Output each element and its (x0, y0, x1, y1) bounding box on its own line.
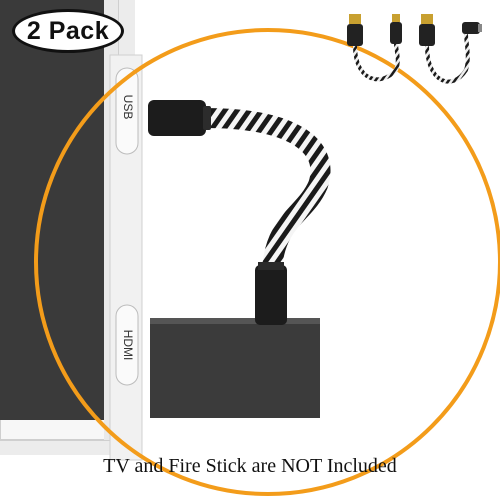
tv-port-strip (109, 54, 143, 461)
micro-usb-connector (148, 100, 206, 136)
usb-port-label: USB (121, 94, 135, 120)
fire-stick (150, 318, 320, 418)
cable-braid (195, 108, 331, 280)
highlight-circle (34, 28, 500, 496)
two-pack-badge: 2 Pack (12, 9, 124, 53)
bottom-connector (255, 265, 287, 325)
disclaimer-caption: TV and Fire Stick are NOT Included (103, 455, 397, 477)
hdmi-port-label: HDMI (121, 329, 135, 361)
two-pack-thumbnail (347, 14, 482, 84)
